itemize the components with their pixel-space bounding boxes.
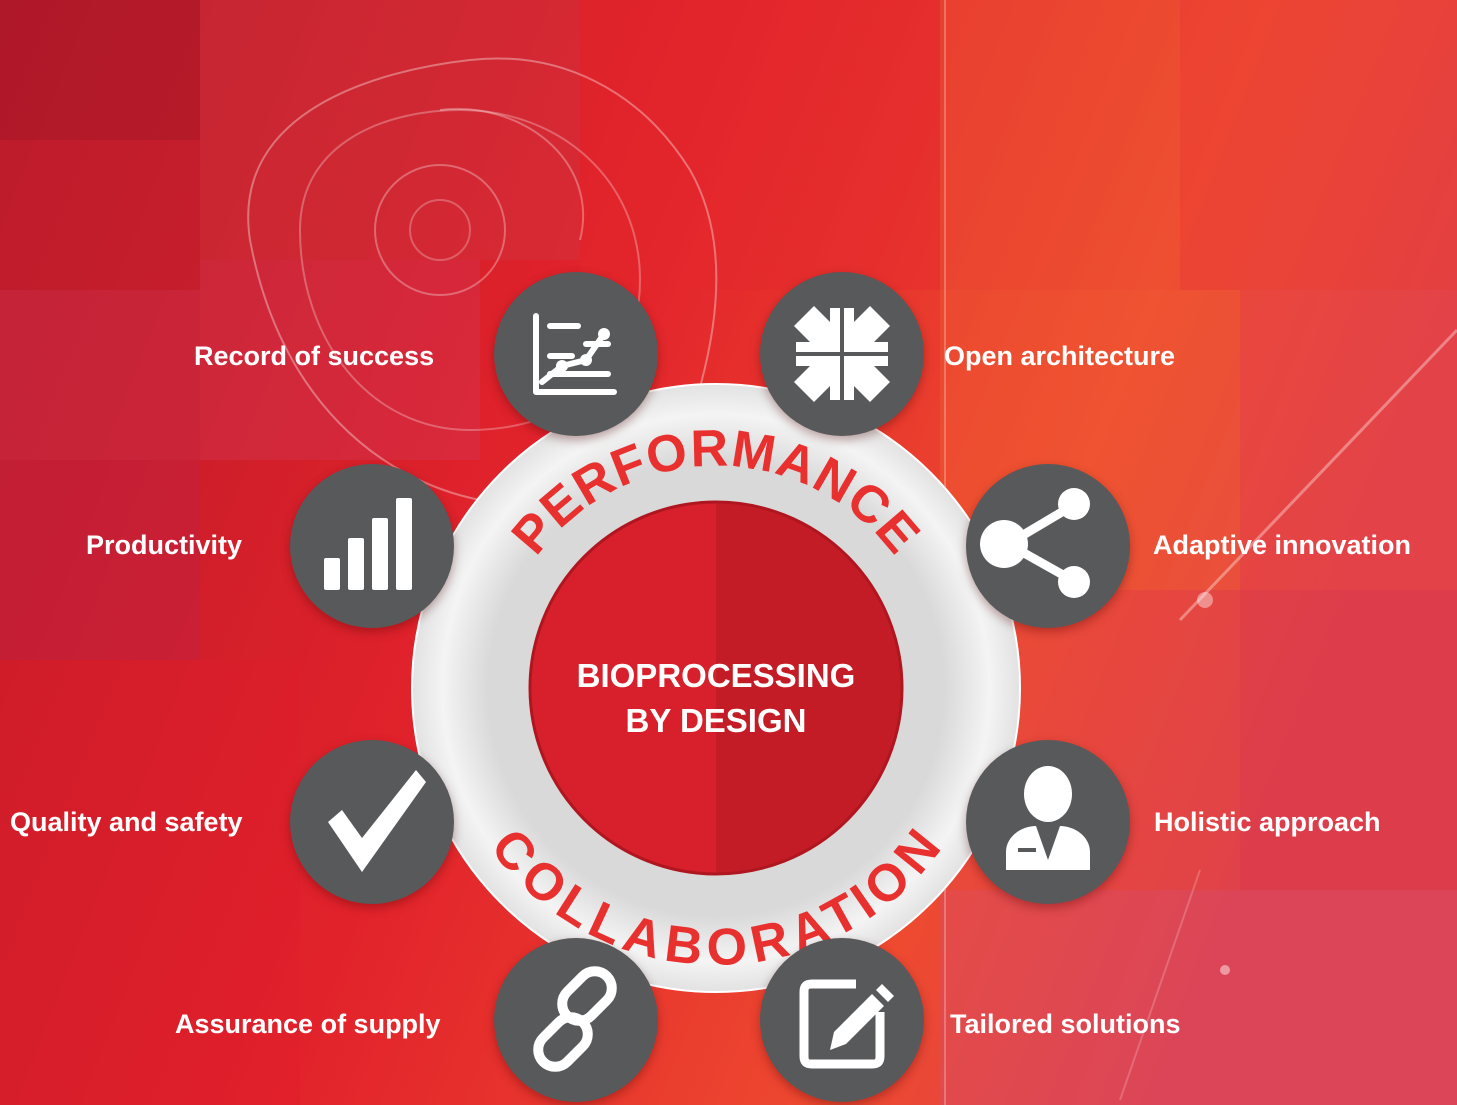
center-title: BIOPROCESSING BY DESIGN [528,653,904,743]
productivity-bubble [290,464,454,628]
tailored-solutions-label: Tailored solutions [950,1009,1181,1039]
productivity-label: Productivity [86,530,243,560]
share-icon [980,488,1090,598]
person-icon [1006,766,1090,870]
svg-text:PERFORMANCE: PERFORMANCE [501,420,931,565]
checkmark-icon [328,770,426,872]
adaptive-innovation-label: Adaptive innovation [1153,530,1412,560]
compress-arrows-icon [794,306,890,402]
record-of-success-bubble [494,272,658,436]
record-of-success-label: Record of success [194,341,435,371]
bar-chart-icon [324,498,412,590]
adaptive-innovation-bubble [966,464,1130,628]
holistic-approach-label: Holistic approach [1154,807,1381,837]
holistic-approach-bubble [966,740,1130,904]
open-architecture-label: Open architecture [944,341,1176,371]
assurance-of-supply-label: Assurance of supply [175,1009,441,1039]
center-title-line1: BIOPROCESSING [576,657,856,694]
assurance-of-supply-bubble [494,938,658,1102]
tailored-solutions-bubble [760,938,924,1102]
performance-label: PERFORMANCE [501,420,930,565]
quality-and-safety-bubble [290,740,454,904]
chain-link-icon [533,966,617,1072]
line-chart-icon [533,313,617,395]
center-title-line2: BY DESIGN [625,702,807,739]
quality-and-safety-label: Quality and safety [10,807,243,837]
edit-icon [799,979,894,1069]
open-architecture-bubble [760,272,924,436]
